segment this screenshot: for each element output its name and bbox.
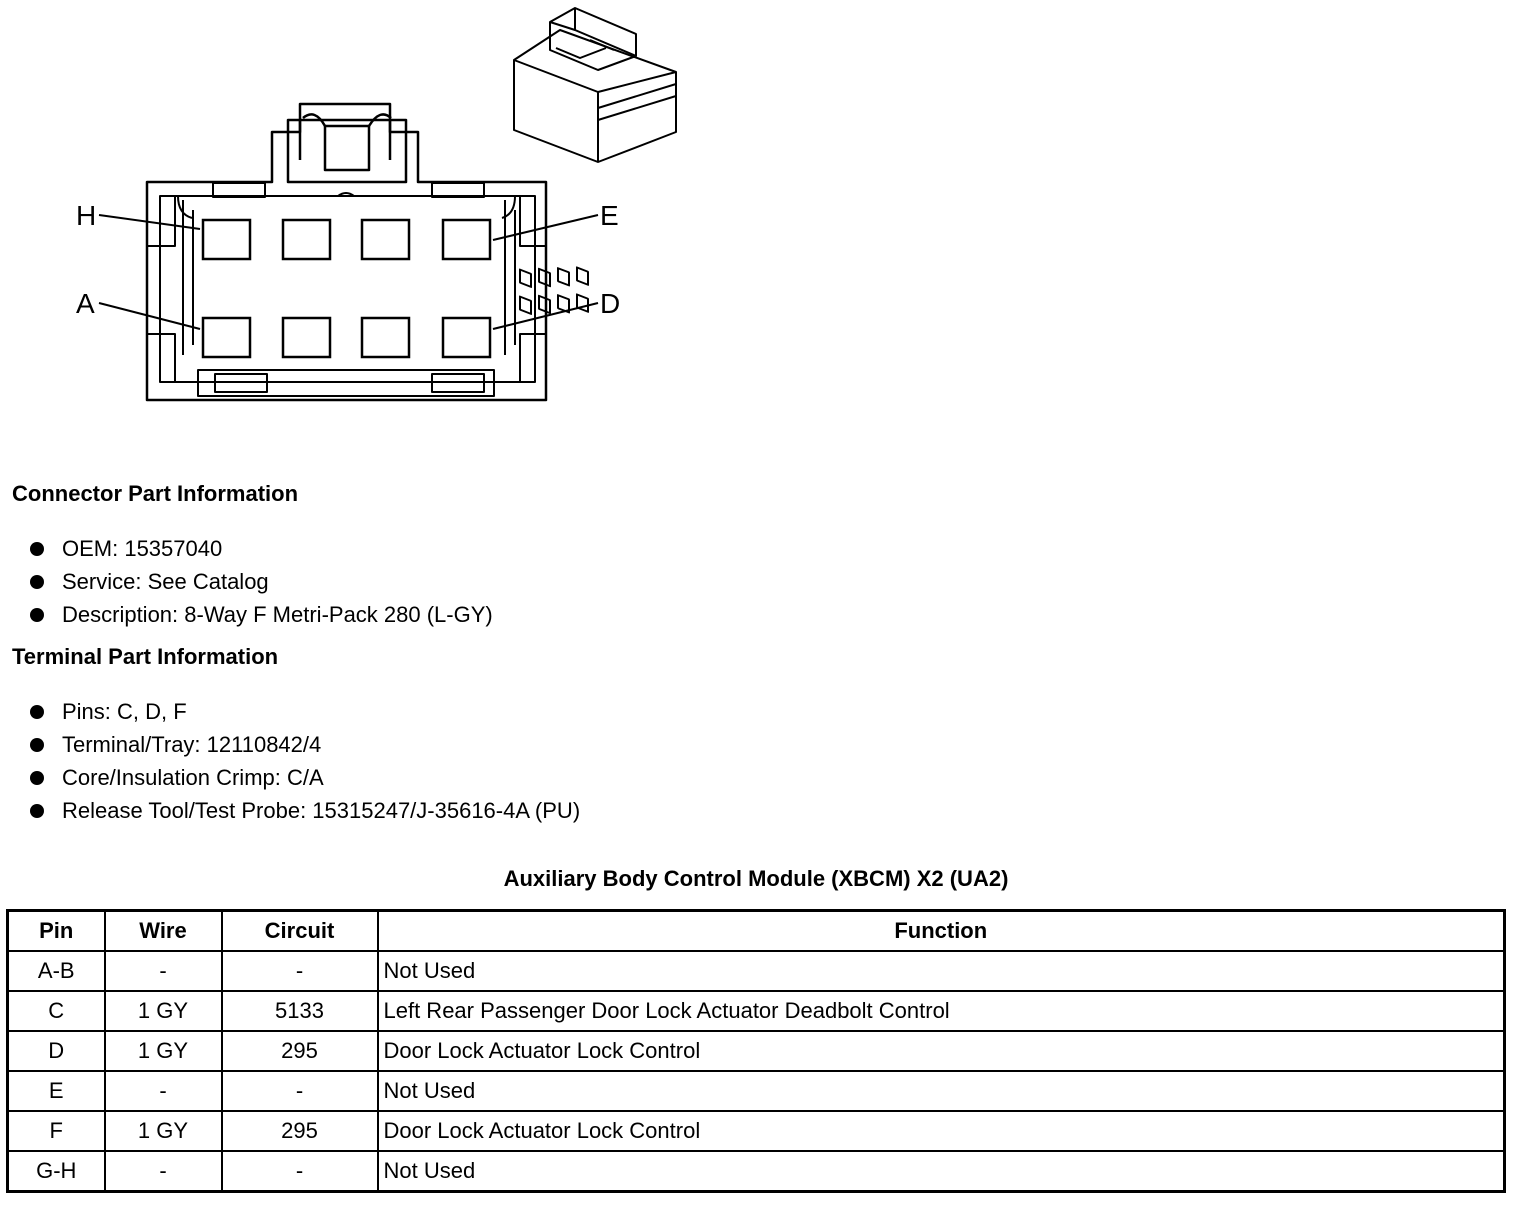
connector-diagram: H E A D <box>76 7 677 402</box>
table-title: Auxiliary Body Control Module (XBCM) X2 … <box>503 866 1009 891</box>
bullet-icon <box>30 608 44 622</box>
connector-bottom-rail <box>197 369 495 397</box>
list-item-text: Description: 8-Way F Metri-Pack 280 (L-G… <box>62 602 493 627</box>
bullet-icon <box>30 771 44 785</box>
connector-part-info-list: OEM: 15357040 Service: See Catalog Descr… <box>30 532 493 631</box>
pinout-table: Pin Wire Circuit Function A-B - - Not Us… <box>6 909 1506 1193</box>
cell-function: Left Rear Passenger Door Lock Actuator D… <box>376 990 1506 1032</box>
list-item: OEM: 15357040 <box>30 532 493 565</box>
connector-inner-frame <box>159 195 536 383</box>
cavity-b <box>281 316 332 359</box>
cell-pin: A-B <box>6 950 106 992</box>
cavity-g <box>281 218 332 261</box>
cavity-d <box>441 316 492 359</box>
cell-wire: - <box>103 950 223 992</box>
table-row: D 1 GY 295 Door Lock Actuator Lock Contr… <box>6 1030 1506 1072</box>
list-item: Description: 8-Way F Metri-Pack 280 (L-G… <box>30 598 493 631</box>
list-item: Core/Insulation Crimp: C/A <box>30 761 580 794</box>
list-item: Service: See Catalog <box>30 565 493 598</box>
bullet-icon <box>30 575 44 589</box>
pin-label-d: D <box>600 288 620 319</box>
cell-function: Door Lock Actuator Lock Control <box>376 1030 1506 1072</box>
cell-pin: E <box>6 1070 106 1112</box>
pin-label-e: E <box>600 200 619 231</box>
column-header-function: Function <box>376 909 1506 952</box>
list-item: Pins: C, D, F <box>30 695 580 728</box>
cavity-e <box>441 218 492 261</box>
pin-label-a: A <box>76 288 95 319</box>
cell-wire: 1 GY <box>103 1110 223 1152</box>
cell-circuit: - <box>220 1150 379 1193</box>
bullet-icon <box>30 738 44 752</box>
cell-function: Not Used <box>376 1070 1506 1112</box>
cell-circuit: 295 <box>220 1110 379 1152</box>
bullet-icon <box>30 705 44 719</box>
cavity-f <box>360 218 411 261</box>
leader-line-d <box>492 302 599 330</box>
leader-line-a <box>98 302 201 330</box>
column-header-wire: Wire <box>103 909 223 952</box>
list-item-text: Core/Insulation Crimp: C/A <box>62 765 324 790</box>
list-item-text: Terminal/Tray: 12110842/4 <box>62 732 322 757</box>
cell-pin: C <box>6 990 106 1032</box>
cavity-a <box>201 316 252 359</box>
connector-part-info-heading: Connector Part Information <box>12 481 299 506</box>
cell-circuit: 5133 <box>220 990 379 1032</box>
cell-wire: 1 GY <box>103 990 223 1032</box>
connector-isometric-illustration <box>513 7 677 315</box>
table-row: C 1 GY 5133 Left Rear Passenger Door Loc… <box>6 990 1506 1032</box>
cavity-c <box>360 316 411 359</box>
cell-wire: - <box>103 1150 223 1193</box>
column-header-pin: Pin <box>6 909 106 952</box>
terminal-part-info-list: Pins: C, D, F Terminal/Tray: 12110842/4 … <box>30 695 580 827</box>
connector-housing <box>145 102 548 402</box>
cell-pin: D <box>6 1030 106 1072</box>
cell-circuit: - <box>220 950 379 992</box>
list-item-text: Pins: C, D, F <box>62 699 187 724</box>
bullet-icon <box>30 804 44 818</box>
cell-function: Door Lock Actuator Lock Control <box>376 1110 1506 1152</box>
connector-latch <box>286 118 408 184</box>
leader-line-e <box>492 214 599 241</box>
cell-pin: G-H <box>6 1150 106 1193</box>
list-item: Terminal/Tray: 12110842/4 <box>30 728 580 761</box>
table-row: F 1 GY 295 Door Lock Actuator Lock Contr… <box>6 1110 1506 1152</box>
pin-label-h: H <box>76 200 96 231</box>
cell-circuit: - <box>220 1070 379 1112</box>
cell-function: Not Used <box>376 1150 1506 1193</box>
column-header-circuit: Circuit <box>220 909 379 952</box>
list-item-text: OEM: 15357040 <box>62 536 223 561</box>
list-item-text: Release Tool/Test Probe: 15315247/J-3561… <box>62 798 581 823</box>
table-row: A-B - - Not Used <box>6 950 1506 992</box>
table-row: G-H - - Not Used <box>6 1150 1506 1193</box>
list-item-text: Service: See Catalog <box>62 569 269 594</box>
cell-function: Not Used <box>376 950 1506 992</box>
bullet-icon <box>30 542 44 556</box>
cell-wire: 1 GY <box>103 1030 223 1072</box>
table-row: E - - Not Used <box>6 1070 1506 1112</box>
table-header-row: Pin Wire Circuit Function <box>6 909 1506 952</box>
terminal-part-info-heading: Terminal Part Information <box>12 644 279 669</box>
cell-pin: F <box>6 1110 106 1152</box>
cell-circuit: 295 <box>220 1030 379 1072</box>
cell-wire: - <box>103 1070 223 1112</box>
cavity-h <box>201 218 252 261</box>
leader-line-h <box>98 214 201 230</box>
list-item: Release Tool/Test Probe: 15315247/J-3561… <box>30 794 580 827</box>
